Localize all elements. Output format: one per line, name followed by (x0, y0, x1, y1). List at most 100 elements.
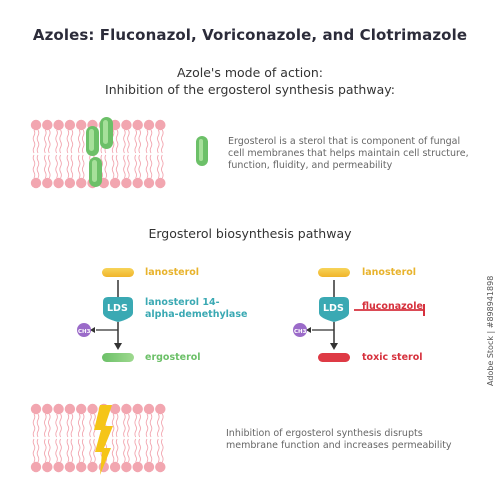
lipid-tail (81, 438, 85, 463)
lipid-tail (127, 154, 130, 179)
lipid-tail (93, 413, 96, 438)
lipid-tail (48, 438, 51, 463)
lipid-tail (55, 129, 58, 154)
enzyme-name-line-2: alpha-demethylase (145, 309, 248, 320)
lipid-tail (161, 413, 164, 438)
lipid-tail (32, 129, 36, 154)
lipid-head (53, 119, 64, 131)
lipid-tail (157, 154, 160, 179)
lipid-tail (81, 154, 85, 179)
stock-watermark: Adobe Stock | #898941898 (486, 275, 495, 386)
lipid-head (132, 177, 143, 189)
lipid-head (42, 461, 53, 473)
disruption-desc-line-2: membrane function and increases permeabi… (226, 440, 452, 451)
lipid-tail (36, 413, 40, 438)
lipid-tail (89, 413, 92, 438)
lipid-tail (138, 129, 141, 154)
lipid-head (76, 461, 87, 473)
lipid-tail (138, 154, 141, 179)
lipid-tail (138, 438, 141, 463)
lipid-tail (123, 129, 126, 154)
methyl-group-right (293, 323, 307, 337)
lipid-head (143, 177, 155, 189)
disruption-description: Inhibition of ergosterol synthesis disru… (226, 428, 452, 452)
lipid-tail (44, 438, 47, 463)
lipid-head (109, 403, 121, 415)
lipid-tail (55, 413, 58, 438)
lipid-head (132, 119, 143, 131)
lipid-head (64, 461, 76, 473)
lds-badge-right: LDS (323, 303, 344, 314)
lipid-tail (89, 438, 92, 463)
lds-enzyme-left (103, 297, 133, 322)
lipid-tail (59, 438, 62, 463)
lipid-head (155, 461, 166, 473)
lipid-tail (134, 438, 137, 463)
lipid-tail (77, 129, 81, 154)
lipid-tail (157, 413, 160, 438)
lipid-head (30, 403, 42, 415)
lipid-tail (161, 438, 164, 463)
lipid-tail (44, 154, 47, 179)
lipid-head (53, 461, 64, 473)
enzyme-name-line-1: lanosterol 14- (145, 297, 220, 308)
lipid-head (87, 403, 98, 415)
fluconazole-label: fluconazole (362, 301, 423, 312)
lipid-tail (123, 413, 126, 438)
lipid-tail (134, 413, 137, 438)
methyl-badge-right: CH3 (294, 329, 307, 335)
lipid-tail (32, 438, 36, 463)
lipid-tail (70, 413, 74, 438)
lipid-head (121, 119, 132, 131)
lipid-head (53, 177, 64, 189)
ergosterol-product-left (102, 353, 134, 362)
lipid-head (132, 403, 143, 415)
lipid-tail (104, 154, 108, 179)
lipid-head (121, 177, 132, 189)
lipid-tail (36, 129, 40, 154)
lanosterol-molecule-left (102, 268, 134, 277)
lipid-tail (115, 129, 119, 154)
lipid-tail (149, 129, 153, 154)
lipid-head (30, 461, 42, 473)
lipid-tail (70, 154, 74, 179)
lipid-tail (70, 129, 74, 154)
ergosterol-desc-line-3: function, fluidity, and permeability (228, 160, 393, 171)
lipid-head (76, 119, 87, 131)
lipid-head (76, 177, 87, 189)
lipid-head (109, 177, 121, 189)
lipid-tail (48, 413, 51, 438)
lipid-tail (149, 438, 153, 463)
lipid-tail (32, 154, 36, 179)
lipid-head (42, 177, 53, 189)
lds-enzyme-right (319, 297, 349, 322)
lipid-tail (44, 129, 47, 154)
lipid-tail (66, 413, 70, 438)
lipid-tail (32, 413, 36, 438)
lipid-head (155, 403, 166, 415)
lipid-tail (115, 413, 119, 438)
lipid-tail (123, 154, 126, 179)
lanosterol-label-right: lanosterol (362, 267, 417, 278)
lipid-tail (127, 413, 130, 438)
lipid-tail (36, 438, 40, 463)
lipid-tail (138, 413, 141, 438)
lipid-head (155, 119, 166, 131)
toxic-sterol-product (318, 353, 350, 362)
lipid-tail (127, 129, 130, 154)
ergosterol-desc-line-2: cell membranes that helps maintain cell … (228, 148, 469, 159)
lipid-tail (59, 129, 62, 154)
lipid-tail (55, 154, 58, 179)
lipid-tail (111, 154, 115, 179)
lipid-tail (77, 438, 81, 463)
lightning-bolt-icon (94, 405, 113, 475)
lipid-tail (134, 129, 137, 154)
lipid-tail (123, 438, 126, 463)
page-title: Azoles: Fluconazol, Voriconazole, and Cl… (32, 26, 468, 44)
subtitle-line-2: Inhibition of the ergosterol synthesis p… (105, 82, 395, 97)
lipid-head (87, 461, 98, 473)
lanosterol-label-left: lanosterol (145, 267, 200, 278)
lipid-head (30, 119, 42, 131)
lipid-tail (111, 129, 115, 154)
